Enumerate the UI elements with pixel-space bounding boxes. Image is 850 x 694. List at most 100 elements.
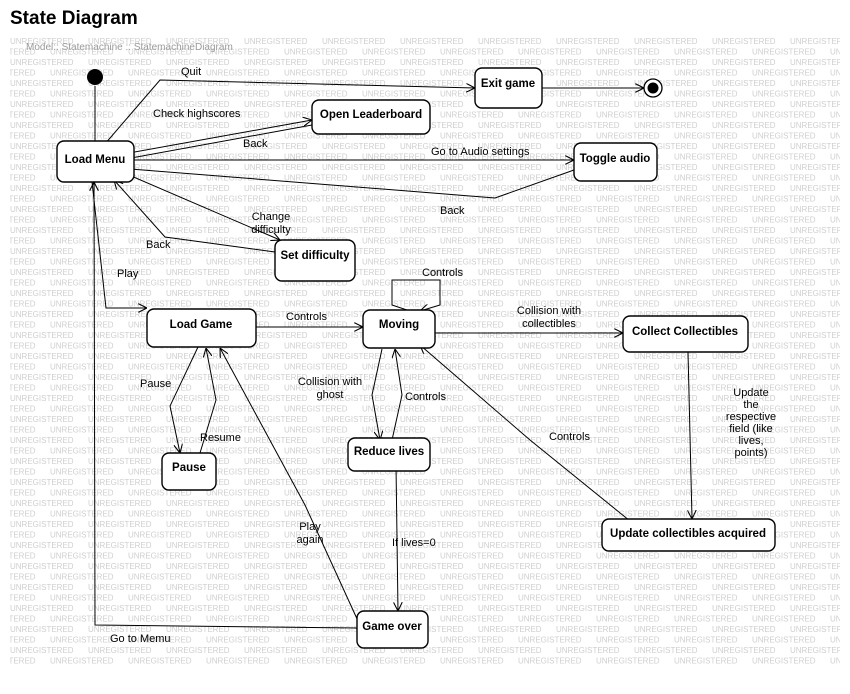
watermark-text: UNREGISTERED [88, 625, 152, 634]
label-collision-collectibles-2: collectibles [522, 318, 576, 330]
watermark-text: UNREGISTERED [752, 447, 816, 456]
watermark-text: UNREGISTERED [244, 289, 308, 298]
watermark-text: UNREGISTERED [478, 478, 542, 487]
watermark-text: UNREGISTERED [10, 289, 74, 298]
watermark-text: UNREGISTERED [362, 552, 426, 561]
watermark-text: UNREGISTERED [556, 562, 620, 571]
watermark-text: UNREGISTERED [830, 342, 840, 351]
watermark-text: UNREGISTERED [166, 37, 230, 46]
watermark-text: UNREGISTERED [244, 37, 308, 46]
watermark-text: UNREGISTERED [322, 394, 386, 403]
edge-back-difficulty [114, 180, 276, 253]
watermark-text: UNREGISTERED [88, 205, 152, 214]
watermark-text: UNREGISTERED [50, 615, 114, 624]
watermark-text: UNREGISTERED [712, 625, 776, 634]
watermark-text: UNREGISTERED [478, 205, 542, 214]
watermark-text: UNREGISTERED [88, 37, 152, 46]
state-set-difficulty-label: Set difficulty [280, 250, 350, 262]
watermark-text: UNREGISTERED [596, 300, 660, 309]
watermark-text: UNREGISTERED [322, 310, 386, 319]
watermark-text: UNREGISTERED [674, 279, 738, 288]
watermark-text: UNREGISTERED [10, 657, 36, 666]
watermark-text: UNREGISTERED [674, 132, 738, 141]
watermark-text: UNREGISTERED [128, 48, 192, 57]
watermark-text: UNREGISTERED [478, 289, 542, 298]
watermark-text: UNREGISTERED [674, 195, 738, 204]
watermark-text: UNREGISTERED [478, 163, 542, 172]
watermark-text: UNREGISTERED [518, 48, 582, 57]
watermark-text: UNREGISTERED [830, 510, 840, 519]
watermark-text: UNREGISTERED [790, 58, 840, 67]
watermark-text: UNREGISTERED [752, 48, 816, 57]
watermark-text: UNREGISTERED [596, 90, 660, 99]
watermark-text: UNREGISTERED [674, 615, 738, 624]
watermark-text: UNREGISTERED [556, 604, 620, 613]
edge-back-leaderboard [120, 124, 313, 160]
watermark-text: UNREGISTERED [400, 142, 464, 151]
watermark-text: UNREGISTERED [10, 636, 36, 645]
watermark-text: UNREGISTERED [50, 237, 114, 246]
watermark-text: UNREGISTERED [128, 489, 192, 498]
watermark-text: UNREGISTERED [284, 153, 348, 162]
watermark-text: UNREGISTERED [244, 520, 308, 529]
watermark-text: UNREGISTERED [596, 111, 660, 120]
watermark-text: UNREGISTERED [400, 394, 464, 403]
watermark-text: UNREGISTERED [166, 268, 230, 277]
watermark-text: UNREGISTERED [322, 625, 386, 634]
watermark-text: UNREGISTERED [362, 405, 426, 414]
watermark-text: UNREGISTERED [596, 447, 660, 456]
watermark-text: UNREGISTERED [790, 289, 840, 298]
watermark-text: UNREGISTERED [362, 258, 426, 267]
watermark-text: UNREGISTERED [830, 111, 840, 120]
watermark-text: UNREGISTERED [596, 216, 660, 225]
watermark-text: UNREGISTERED [10, 405, 36, 414]
watermark-text: UNREGISTERED [166, 100, 230, 109]
watermark-text: UNREGISTERED [634, 415, 698, 424]
label-change-difficulty-1: Change [252, 211, 291, 223]
watermark-text: UNREGISTERED [440, 426, 504, 435]
watermark-text: UNREGISTERED [88, 373, 152, 382]
watermark-text: UNREGISTERED [556, 625, 620, 634]
watermark-text: UNREGISTERED [10, 132, 36, 141]
watermark-text: UNREGISTERED [10, 69, 36, 78]
watermark-text: UNREGISTERED [322, 415, 386, 424]
watermark-text: UNREGISTERED [674, 363, 738, 372]
watermark-text: UNREGISTERED [830, 195, 840, 204]
watermark-text: UNREGISTERED [712, 121, 776, 130]
watermark-text: UNREGISTERED [790, 520, 840, 529]
watermark-text: UNREGISTERED [10, 247, 74, 256]
watermark-text: UNREGISTERED [362, 237, 426, 246]
watermark-text: UNREGISTERED [128, 384, 192, 393]
watermark-text: UNREGISTERED [556, 121, 620, 130]
watermark-text: UNREGISTERED [166, 499, 230, 508]
watermark-text: UNREGISTERED [400, 226, 464, 235]
state-collect-collectibles: Collect Collectibles [622, 315, 749, 353]
watermark-text: UNREGISTERED [166, 142, 230, 151]
watermark-text: UNREGISTERED [206, 657, 270, 666]
watermark-text: UNREGISTERED [674, 489, 738, 498]
watermark-text: UNREGISTERED [518, 405, 582, 414]
watermark-text: UNREGISTERED [478, 121, 542, 130]
watermark-text: UNREGISTERED [166, 247, 230, 256]
watermark-text: UNREGISTERED [790, 478, 840, 487]
watermark-text: UNREGISTERED [518, 342, 582, 351]
state-toggle-audio-label: Toggle audio [580, 153, 651, 165]
watermark-text: UNREGISTERED [596, 384, 660, 393]
watermark-text: UNREGISTERED [10, 625, 74, 634]
watermark-text: UNREGISTERED [440, 489, 504, 498]
label-update-field-4: field (like [729, 423, 772, 435]
state-exit-game-label: Exit game [481, 78, 535, 90]
watermark-text: UNREGISTERED [128, 468, 192, 477]
watermark-text: UNREGISTERED [400, 478, 464, 487]
watermark-text: UNREGISTERED [128, 510, 192, 519]
state-game-over-label: Game over [362, 621, 422, 633]
watermark-text: UNREGISTERED [634, 373, 698, 382]
watermark-text: UNREGISTERED [440, 321, 504, 330]
watermark-text: UNREGISTERED [362, 363, 426, 372]
watermark-text: UNREGISTERED [518, 111, 582, 120]
watermark-text: UNREGISTERED [674, 153, 738, 162]
watermark-text: UNREGISTERED [166, 121, 230, 130]
watermark-text: UNREGISTERED [674, 573, 738, 582]
watermark-text: UNREGISTERED [674, 594, 738, 603]
